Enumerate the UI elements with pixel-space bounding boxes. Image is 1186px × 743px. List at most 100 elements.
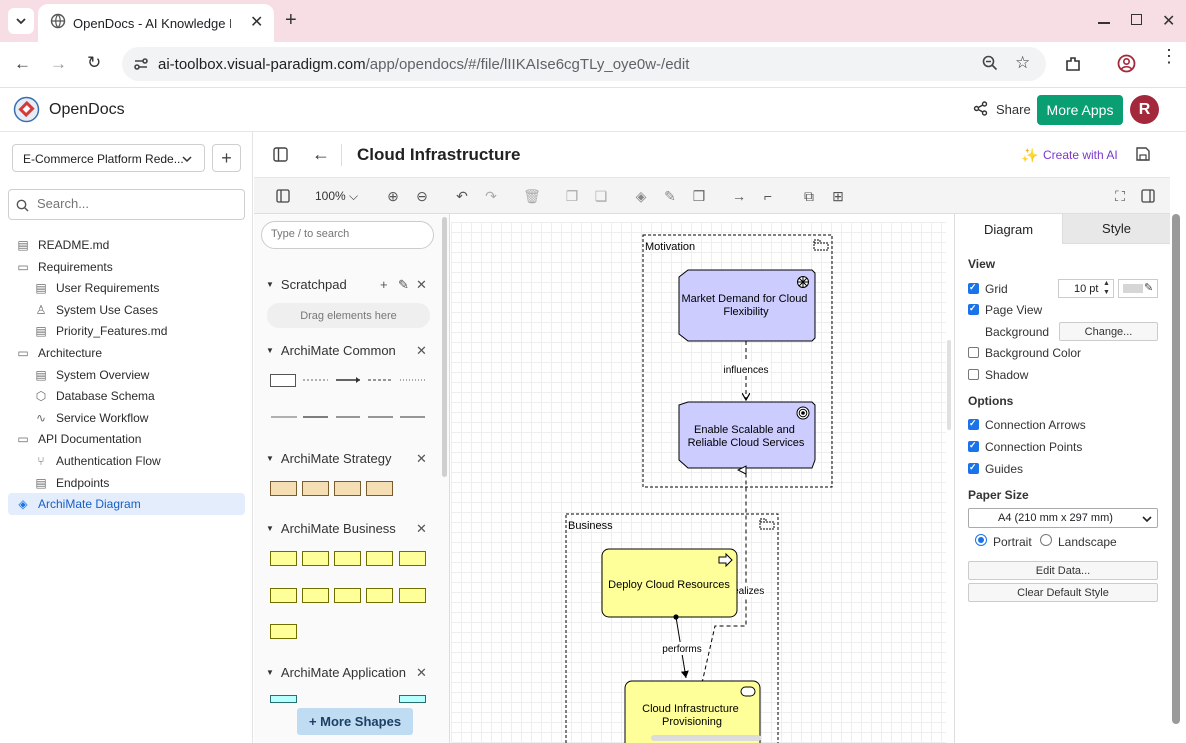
profile-icon[interactable] <box>1117 54 1136 73</box>
fill-color-icon[interactable]: ◈ <box>631 186 651 206</box>
add-icon[interactable]: + <box>380 277 388 292</box>
shape-strategy[interactable] <box>270 481 297 496</box>
background-color-checkbox[interactable] <box>968 347 979 358</box>
redo-icon[interactable]: ↷ <box>481 186 501 206</box>
sidebar-item[interactable]: ▭Requirements <box>16 256 113 278</box>
scratchpad-dropzone[interactable]: Drag elements here <box>267 303 430 328</box>
canvas-hscrollbar[interactable] <box>651 735 761 741</box>
tab-search-button[interactable] <box>8 8 34 34</box>
shapes-icon[interactable]: ⧉ <box>799 186 819 206</box>
page-scrollbar[interactable] <box>1172 214 1180 724</box>
shape-business[interactable] <box>270 551 297 566</box>
tab-diagram[interactable]: Diagram <box>955 214 1062 244</box>
shape-group[interactable] <box>270 374 296 387</box>
close-icon[interactable]: ✕ <box>416 343 427 359</box>
close-icon[interactable]: ✕ <box>416 451 427 467</box>
share-button[interactable]: Share <box>996 102 1031 117</box>
zoom-in-icon[interactable]: ⊕ <box>383 186 403 206</box>
connection-arrows-checkbox[interactable] <box>968 419 979 430</box>
sidebar-item[interactable]: ▭Architecture <box>16 342 102 364</box>
more-shapes-button[interactable]: + More Shapes <box>297 708 413 735</box>
connection-points-checkbox[interactable] <box>968 441 979 452</box>
forward-icon[interactable]: → <box>50 54 67 74</box>
edit-data-button[interactable]: Edit Data... <box>968 561 1158 580</box>
window-close-icon[interactable]: ✕ <box>1162 11 1175 31</box>
shape-business[interactable] <box>366 551 393 566</box>
to-front-icon[interactable]: ❐ <box>562 186 582 206</box>
shape-business[interactable] <box>302 588 329 603</box>
shape-strategy[interactable] <box>302 481 329 496</box>
shape-business[interactable] <box>334 551 361 566</box>
stepper-icon[interactable]: ▲▼ <box>1103 279 1110 297</box>
close-icon[interactable]: ✕ <box>416 521 427 537</box>
tab-close-icon[interactable]: ✕ <box>250 12 263 32</box>
search-input[interactable] <box>37 196 227 211</box>
tab-style[interactable]: Style <box>1062 214 1170 244</box>
toggle-format-panel-icon[interactable] <box>1138 186 1158 206</box>
opendocs-logo[interactable] <box>13 96 40 123</box>
to-back-icon[interactable]: ❏ <box>591 186 611 206</box>
project-select[interactable]: E-Commerce Platform Rede... <box>12 144 205 172</box>
shadow-icon[interactable]: ❒ <box>689 186 709 206</box>
sidebar-item[interactable]: ⬡Database Schema <box>34 385 155 407</box>
extensions-icon[interactable] <box>1064 55 1082 73</box>
line-color-icon[interactable]: ✎ <box>660 186 680 206</box>
minimize-icon[interactable] <box>1098 22 1110 24</box>
shape-application[interactable] <box>270 695 297 703</box>
sidebar-item[interactable]: ▤Endpoints <box>34 472 109 494</box>
avatar[interactable]: R <box>1130 95 1159 124</box>
section-archimate-common[interactable]: ▼ArchiMate Common <box>266 343 396 358</box>
undo-icon[interactable]: ↶ <box>452 186 472 206</box>
paper-size-select[interactable]: A4 (210 mm x 297 mm) <box>968 508 1158 528</box>
sidebar-search[interactable] <box>8 189 245 220</box>
shape-business[interactable] <box>334 588 361 603</box>
zoom-icon[interactable] <box>982 55 998 71</box>
share-icon[interactable] <box>973 101 988 116</box>
document-title[interactable]: Cloud Infrastructure <box>357 145 520 165</box>
section-archimate-business[interactable]: ▼ArchiMate Business <box>266 521 396 536</box>
change-background-button[interactable]: Change... <box>1059 322 1158 341</box>
save-icon[interactable] <box>1136 147 1150 161</box>
shadow-checkbox[interactable] <box>968 369 979 380</box>
site-info-icon[interactable] <box>132 55 150 73</box>
shape-business[interactable] <box>399 551 426 566</box>
sidebar-item[interactable]: ▤README.md <box>16 234 109 256</box>
back-arrow-icon[interactable]: ← <box>312 144 330 165</box>
star-icon[interactable]: ☆ <box>1015 53 1030 73</box>
canvas-vscrollbar[interactable] <box>947 340 951 430</box>
sidebar-item[interactable]: ▤Priority_Features.md <box>34 320 167 342</box>
zoom-out-icon[interactable]: ⊖ <box>412 186 432 206</box>
shape-business[interactable] <box>399 588 426 603</box>
edit-icon[interactable]: ✎ <box>398 277 409 293</box>
sidebar-item[interactable]: ▤User Requirements <box>34 277 159 299</box>
browser-menu-icon[interactable]: ⋮ <box>1160 52 1178 60</box>
shape-business[interactable] <box>270 624 297 639</box>
section-archimate-strategy[interactable]: ▼ArchiMate Strategy <box>266 451 391 466</box>
zoom-select[interactable]: 100% ⌵ <box>315 189 358 204</box>
waypoints-icon[interactable]: ⌐ <box>758 186 778 206</box>
portrait-radio[interactable] <box>975 534 987 546</box>
sidebar-item[interactable]: ▤System Overview <box>34 364 149 386</box>
fullscreen-icon[interactable]: ⛶ <box>1110 186 1130 206</box>
back-icon[interactable]: ← <box>14 54 31 74</box>
page-view-checkbox[interactable] <box>968 304 979 315</box>
new-tab-button[interactable]: + <box>285 9 297 32</box>
grid-color-button[interactable]: ✎ <box>1118 279 1158 298</box>
shapes-scrollbar[interactable] <box>442 217 447 477</box>
shape-business[interactable] <box>270 588 297 603</box>
sidebar-item[interactable]: ◈ArchiMate Diagram <box>16 493 141 515</box>
landscape-radio[interactable] <box>1040 534 1052 546</box>
create-with-ai-button[interactable]: Create with AI <box>1043 148 1118 162</box>
shape-business[interactable] <box>366 588 393 603</box>
format-panel-icon[interactable] <box>273 186 293 206</box>
browser-tab[interactable]: OpenDocs - AI Knowledge Ba ✕ <box>38 4 274 42</box>
delete-icon[interactable]: 🗑 <box>522 186 542 206</box>
sidebar-item[interactable]: ▭API Documentation <box>16 428 141 450</box>
toggle-sidebar-icon[interactable] <box>273 147 288 162</box>
guides-checkbox[interactable] <box>968 463 979 474</box>
sidebar-item[interactable]: ♙System Use Cases <box>34 299 158 321</box>
shape-search-input[interactable] <box>271 228 421 240</box>
sidebar-item[interactable]: ∿Service Workflow <box>34 407 148 429</box>
connection-icon[interactable]: → <box>729 186 749 206</box>
more-apps-button[interactable]: More Apps <box>1037 95 1123 125</box>
